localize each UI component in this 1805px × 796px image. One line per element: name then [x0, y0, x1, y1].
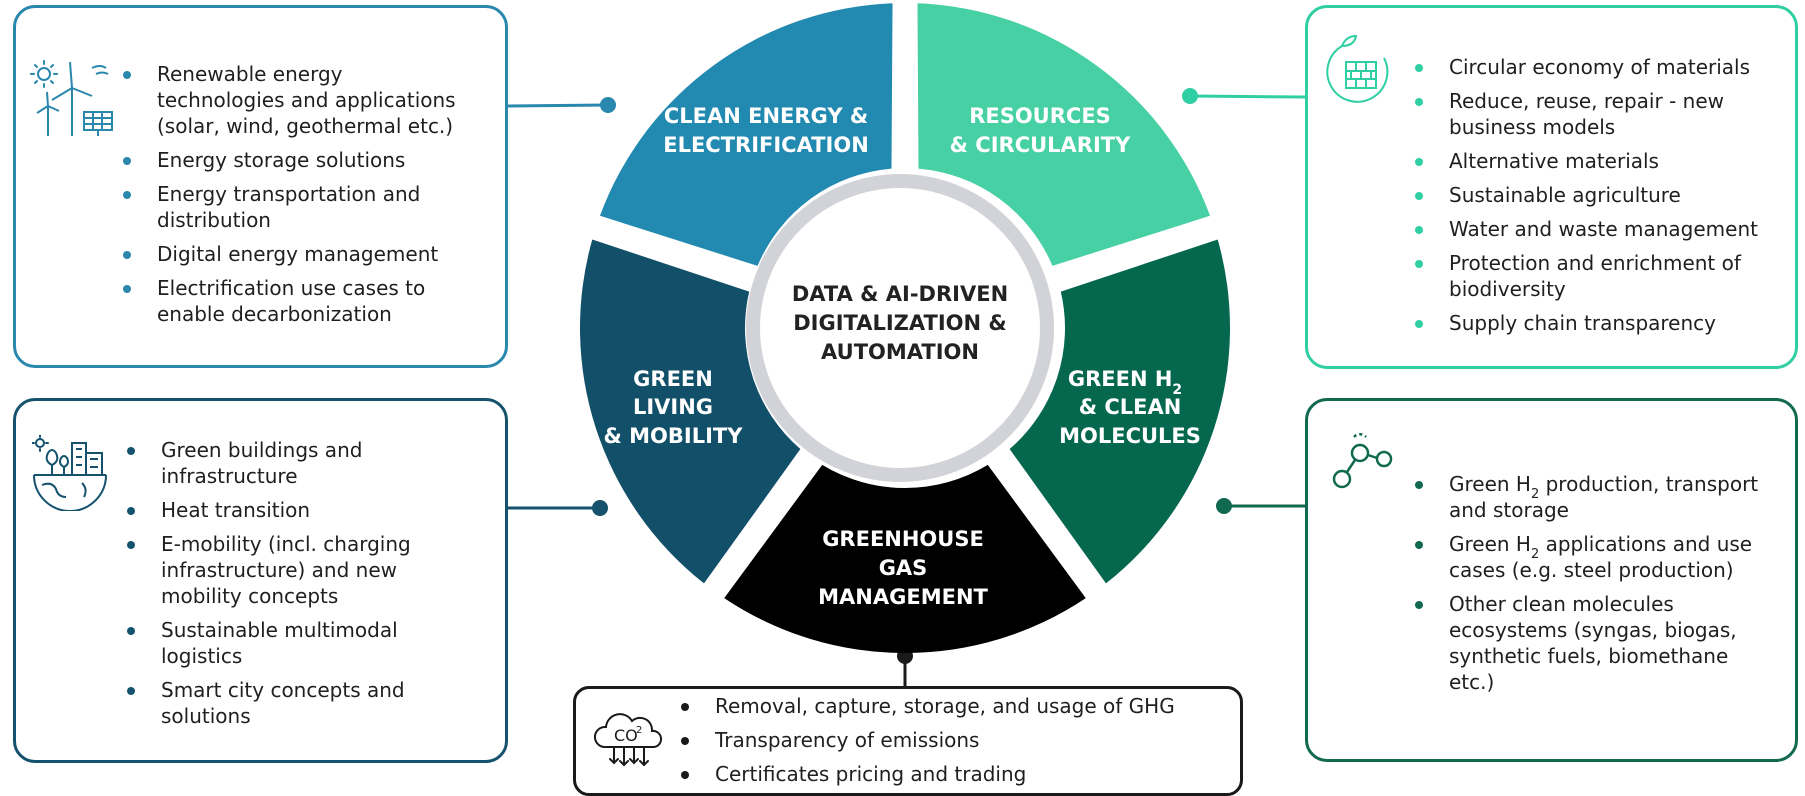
segment-label-clean-energy-2: ELECTRIFICATION: [663, 133, 869, 157]
connector-dot-h2: [1216, 498, 1232, 514]
list-item: Renewable energy technologies and applic…: [123, 61, 463, 139]
circular-economy-icon: [1326, 34, 1389, 103]
segment-label-greenhouse-1: GREENHOUSE: [822, 527, 984, 551]
list-item: Energy transportation and distribution: [123, 181, 463, 233]
segment-label-h2-1: GREEN H2: [1068, 367, 1182, 398]
list-item: Digital energy management: [123, 241, 463, 267]
co2-cloud-icon: CO 2: [594, 713, 663, 767]
ghg-list: Removal, capture, storage, and usage of …: [681, 693, 1241, 795]
living-list: Green buildings and infrastructure Heat …: [127, 437, 467, 737]
list-item: Sustainable agriculture: [1415, 182, 1785, 208]
center-label-line1: DATA & AI-DRIVEN: [792, 282, 1008, 306]
segment-label-greenhouse-3: MANAGEMENT: [818, 585, 988, 609]
segment-label-resources-2: & CIRCULARITY: [950, 133, 1131, 157]
green-city-icon: [32, 435, 107, 511]
clean-energy-list: Renewable energy technologies and applic…: [123, 61, 463, 335]
center-label-line3: AUTOMATION: [821, 340, 979, 364]
svg-text:2: 2: [636, 725, 642, 736]
list-item: Transparency of emissions: [681, 727, 1241, 753]
segment-label-h2-3: MOLECULES: [1059, 424, 1201, 448]
list-item: Electrification use cases to enable deca…: [123, 275, 463, 327]
list-item: Smart city concepts and solutions: [127, 677, 467, 729]
segment-label-living-3: & MOBILITY: [604, 424, 744, 448]
segment-label-living-1: GREEN: [633, 367, 713, 391]
living-box: Green buildings and infrastructure Heat …: [13, 398, 508, 763]
list-item: Heat transition: [127, 497, 467, 523]
center-ring: [746, 174, 1054, 482]
segment-resources: [917, 3, 1211, 266]
svg-text:CO: CO: [614, 726, 638, 745]
connector-dot-resources: [1182, 88, 1198, 104]
list-item: Sustainable multimodal logistics: [127, 617, 467, 669]
center-label-line2: DIGITALIZATION &: [793, 311, 1006, 335]
connector-clean-energy: [507, 103, 609, 108]
wheel-segments: [580, 3, 1231, 653]
segment-clean-energy: [599, 3, 893, 266]
connector-dot-clean-energy: [600, 97, 616, 113]
h2-box: Green H2 production, transport and stora…: [1305, 398, 1798, 762]
list-item: E-mobility (incl. charging infrastructur…: [127, 531, 467, 609]
renewable-energy-icon: [30, 60, 113, 136]
segment-label-resources-1: RESOURCES: [969, 104, 1111, 128]
resources-list: Circular economy of materials Reduce, re…: [1415, 54, 1785, 344]
list-item: Removal, capture, storage, and usage of …: [681, 693, 1241, 719]
list-item: Certificates pricing and trading: [681, 761, 1241, 787]
list-item: Circular economy of materials: [1415, 54, 1785, 80]
ghg-box: CO 2 Removal, capture, storage, and usag…: [573, 686, 1243, 796]
list-item: Green H2 production, transport and stora…: [1415, 471, 1775, 523]
segment-label-clean-energy-1: CLEAN ENERGY &: [664, 104, 868, 128]
list-item: Reduce, reuse, repair - new business mod…: [1415, 88, 1785, 140]
resources-box: Circular economy of materials Reduce, re…: [1305, 5, 1798, 369]
h2-list: Green H2 production, transport and stora…: [1415, 471, 1775, 703]
connector-dot-living: [592, 500, 608, 516]
segment-greenhouse: [724, 464, 1086, 653]
clean-energy-box: Renewable energy technologies and applic…: [13, 5, 508, 368]
list-item: Green buildings and infrastructure: [127, 437, 467, 489]
segment-label-h2-2: & CLEAN: [1079, 395, 1182, 419]
list-item: Water and waste management: [1415, 216, 1785, 242]
segment-green-h2: [1009, 239, 1231, 584]
list-item: Protection and enrichment of biodiversit…: [1415, 250, 1785, 302]
segment-label-greenhouse-2: GAS: [879, 556, 928, 580]
segment-green-living: [580, 239, 801, 584]
list-item: Energy storage solutions: [123, 147, 463, 173]
list-item: Supply chain transparency: [1415, 310, 1785, 336]
list-item: Alternative materials: [1415, 148, 1785, 174]
connector-resources: [1189, 94, 1306, 99]
list-item: Green H2 applications and use cases (e.g…: [1415, 531, 1775, 583]
segment-label-living-2: LIVING: [633, 395, 713, 419]
molecule-icon: [1332, 433, 1393, 489]
list-item: Other clean molecules ecosystems (syngas…: [1415, 591, 1775, 695]
